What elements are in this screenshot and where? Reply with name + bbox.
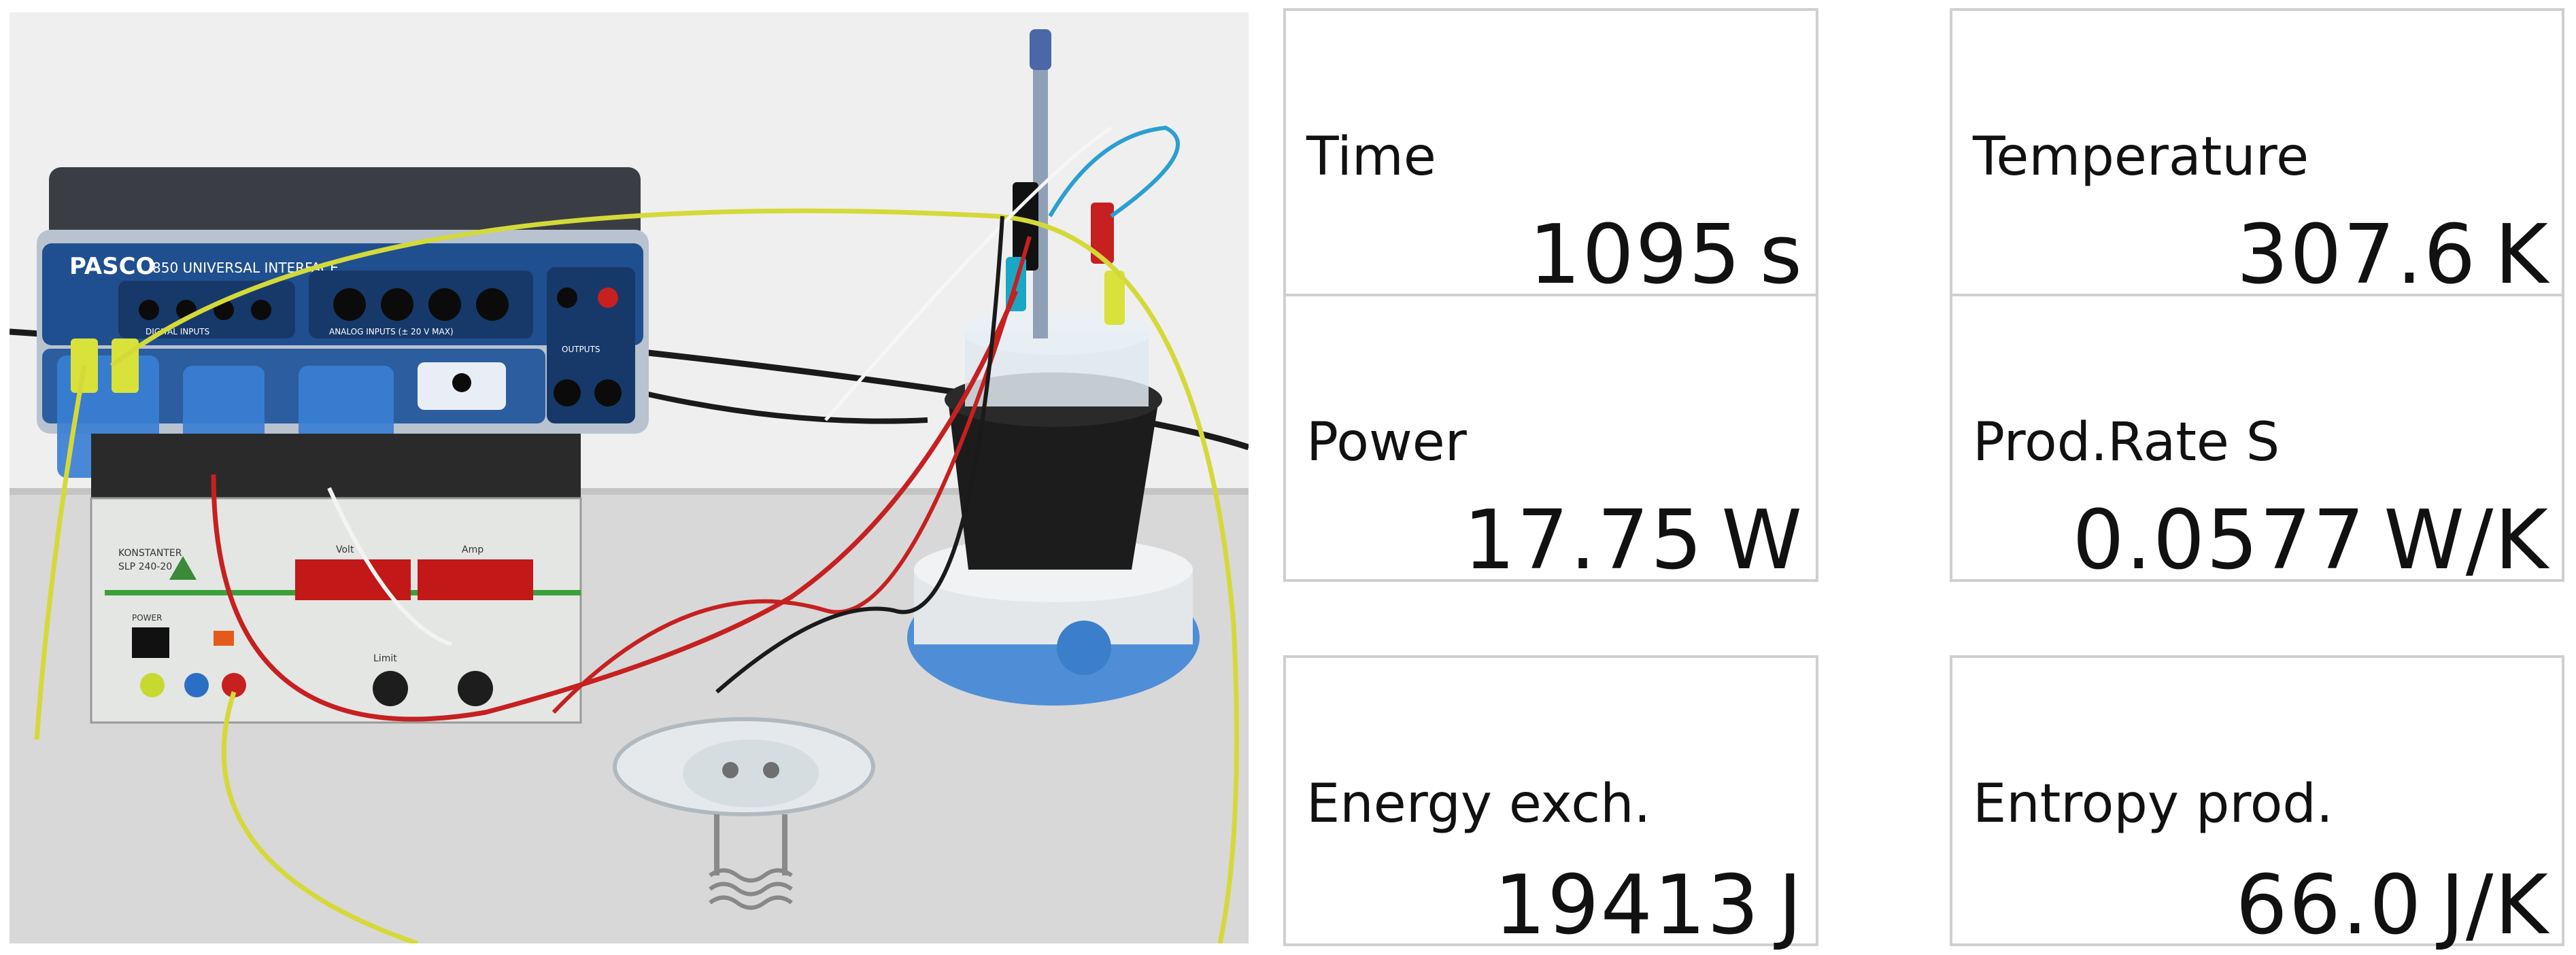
black-plug — [1013, 182, 1038, 271]
readout-entropy-produced-label: Entropy prod. — [1973, 774, 2333, 835]
interface-brand: PASCO — [69, 253, 155, 280]
white-wire — [327, 487, 452, 646]
yellow-wire-left — [34, 365, 87, 740]
terminal-red — [222, 673, 246, 697]
experiment-photo-drawing: PASCO 850 UNIVERSAL INTERFACE DIGITAL IN… — [10, 12, 1249, 943]
volt-label: Volt — [336, 544, 354, 555]
white-wire-2 — [824, 126, 1113, 421]
analog-input-c — [428, 288, 461, 321]
probe-handle — [1030, 29, 1051, 70]
output-red-jack — [598, 288, 618, 308]
power-indicator — [214, 631, 234, 646]
stirrer-knob — [1057, 621, 1111, 675]
readout-power: Power 17.75 W — [1283, 294, 1818, 588]
readout-temperature-value: 307.6 K — [2236, 208, 2549, 302]
yellow-plug — [1104, 271, 1125, 325]
interface-top — [49, 167, 641, 242]
power-supply: KONSTANTER SLP 240-20 Volt Amp POWER Lim… — [90, 434, 582, 724]
power-supply-body — [90, 497, 582, 724]
readout-energy-exchanged-label: Energy exch. — [1306, 774, 1651, 835]
heater-legs — [714, 814, 787, 875]
amp-label: Amp — [462, 544, 484, 555]
heater-coil-holder — [613, 717, 875, 910]
power-switch — [132, 627, 169, 658]
readout-entropy-produced: Entropy prod. 66.0 J/K — [1950, 655, 2564, 953]
limit-label: Limit — [373, 653, 397, 664]
analog-input-a — [333, 288, 366, 321]
readout-time-value: 1095 s — [1529, 208, 1803, 302]
power-supply-model: SLP 240-20 — [118, 561, 172, 572]
pasco-interface: PASCO 850 UNIVERSAL INTERFACE DIGITAL IN… — [37, 167, 649, 434]
red-plug — [1091, 203, 1114, 264]
red-wire-2 — [552, 236, 1032, 714]
readout-production-rate: Prod.Rate S 0.0577 W/K — [1950, 294, 2564, 588]
heater-disc — [683, 740, 819, 808]
analog-inputs-label: ANALOG INPUTS (± 20 V MAX) — [329, 327, 454, 336]
power-supply-logo — [169, 556, 197, 580]
terminal-blue — [184, 673, 209, 697]
table-edge — [10, 488, 1249, 495]
readout-power-label: Power — [1306, 412, 1467, 473]
readout-power-value: 17.75 W — [1463, 493, 1803, 588]
heater-screw-1 — [722, 762, 739, 778]
beaker-insulation — [948, 400, 1159, 570]
readout-time-label: Time — [1306, 126, 1436, 188]
amp-knob — [458, 671, 493, 706]
analog-inputs-bay — [309, 271, 533, 338]
amp-display — [418, 559, 533, 600]
readout-entropy-produced-value: 66.0 J/K — [2235, 858, 2549, 953]
red-wire — [211, 290, 1019, 722]
volt-display — [295, 559, 411, 600]
heater-screw-2 — [763, 762, 779, 778]
outputs-label: OUTPUTS — [562, 345, 600, 354]
output-1 — [554, 379, 581, 406]
calorimeter — [907, 29, 1200, 706]
analog-input-b — [381, 288, 413, 321]
readout-temperature-label: Temperature — [1973, 126, 2309, 188]
output-2 — [594, 379, 622, 406]
yellow-wire-long — [109, 208, 1239, 943]
heater-coil — [709, 868, 793, 910]
yellow-wire-bottom — [221, 691, 419, 943]
digital-input-4 — [251, 300, 271, 320]
readout-energy-exchanged: Energy exch. 19413 J — [1283, 655, 1818, 953]
power-supply-top — [91, 434, 581, 508]
black-wire — [715, 215, 1004, 694]
output-black-jack — [557, 288, 577, 308]
readout-production-rate-value: 0.0577 W/K — [2072, 493, 2549, 588]
readout-energy-exchanged-value: 19413 J — [1493, 858, 1803, 953]
readout-time: Time 1095 s — [1283, 8, 1818, 302]
power-supply-brand: KONSTANTER — [118, 548, 182, 559]
power-label: POWER — [132, 613, 162, 623]
readout-production-rate-label: Prod.Rate S — [1973, 412, 2280, 473]
digital-input-1 — [139, 300, 159, 320]
black-cable-3 — [641, 390, 928, 424]
volt-knob — [373, 671, 408, 706]
usb-port — [452, 373, 471, 392]
terminal-green — [140, 673, 165, 697]
experiment-photo: PASCO 850 UNIVERSAL INTERFACE DIGITAL IN… — [10, 12, 1249, 943]
analog-input-d — [476, 288, 509, 321]
blue-wire — [1048, 125, 1180, 218]
readout-temperature: Temperature 307.6 K — [1950, 8, 2564, 302]
